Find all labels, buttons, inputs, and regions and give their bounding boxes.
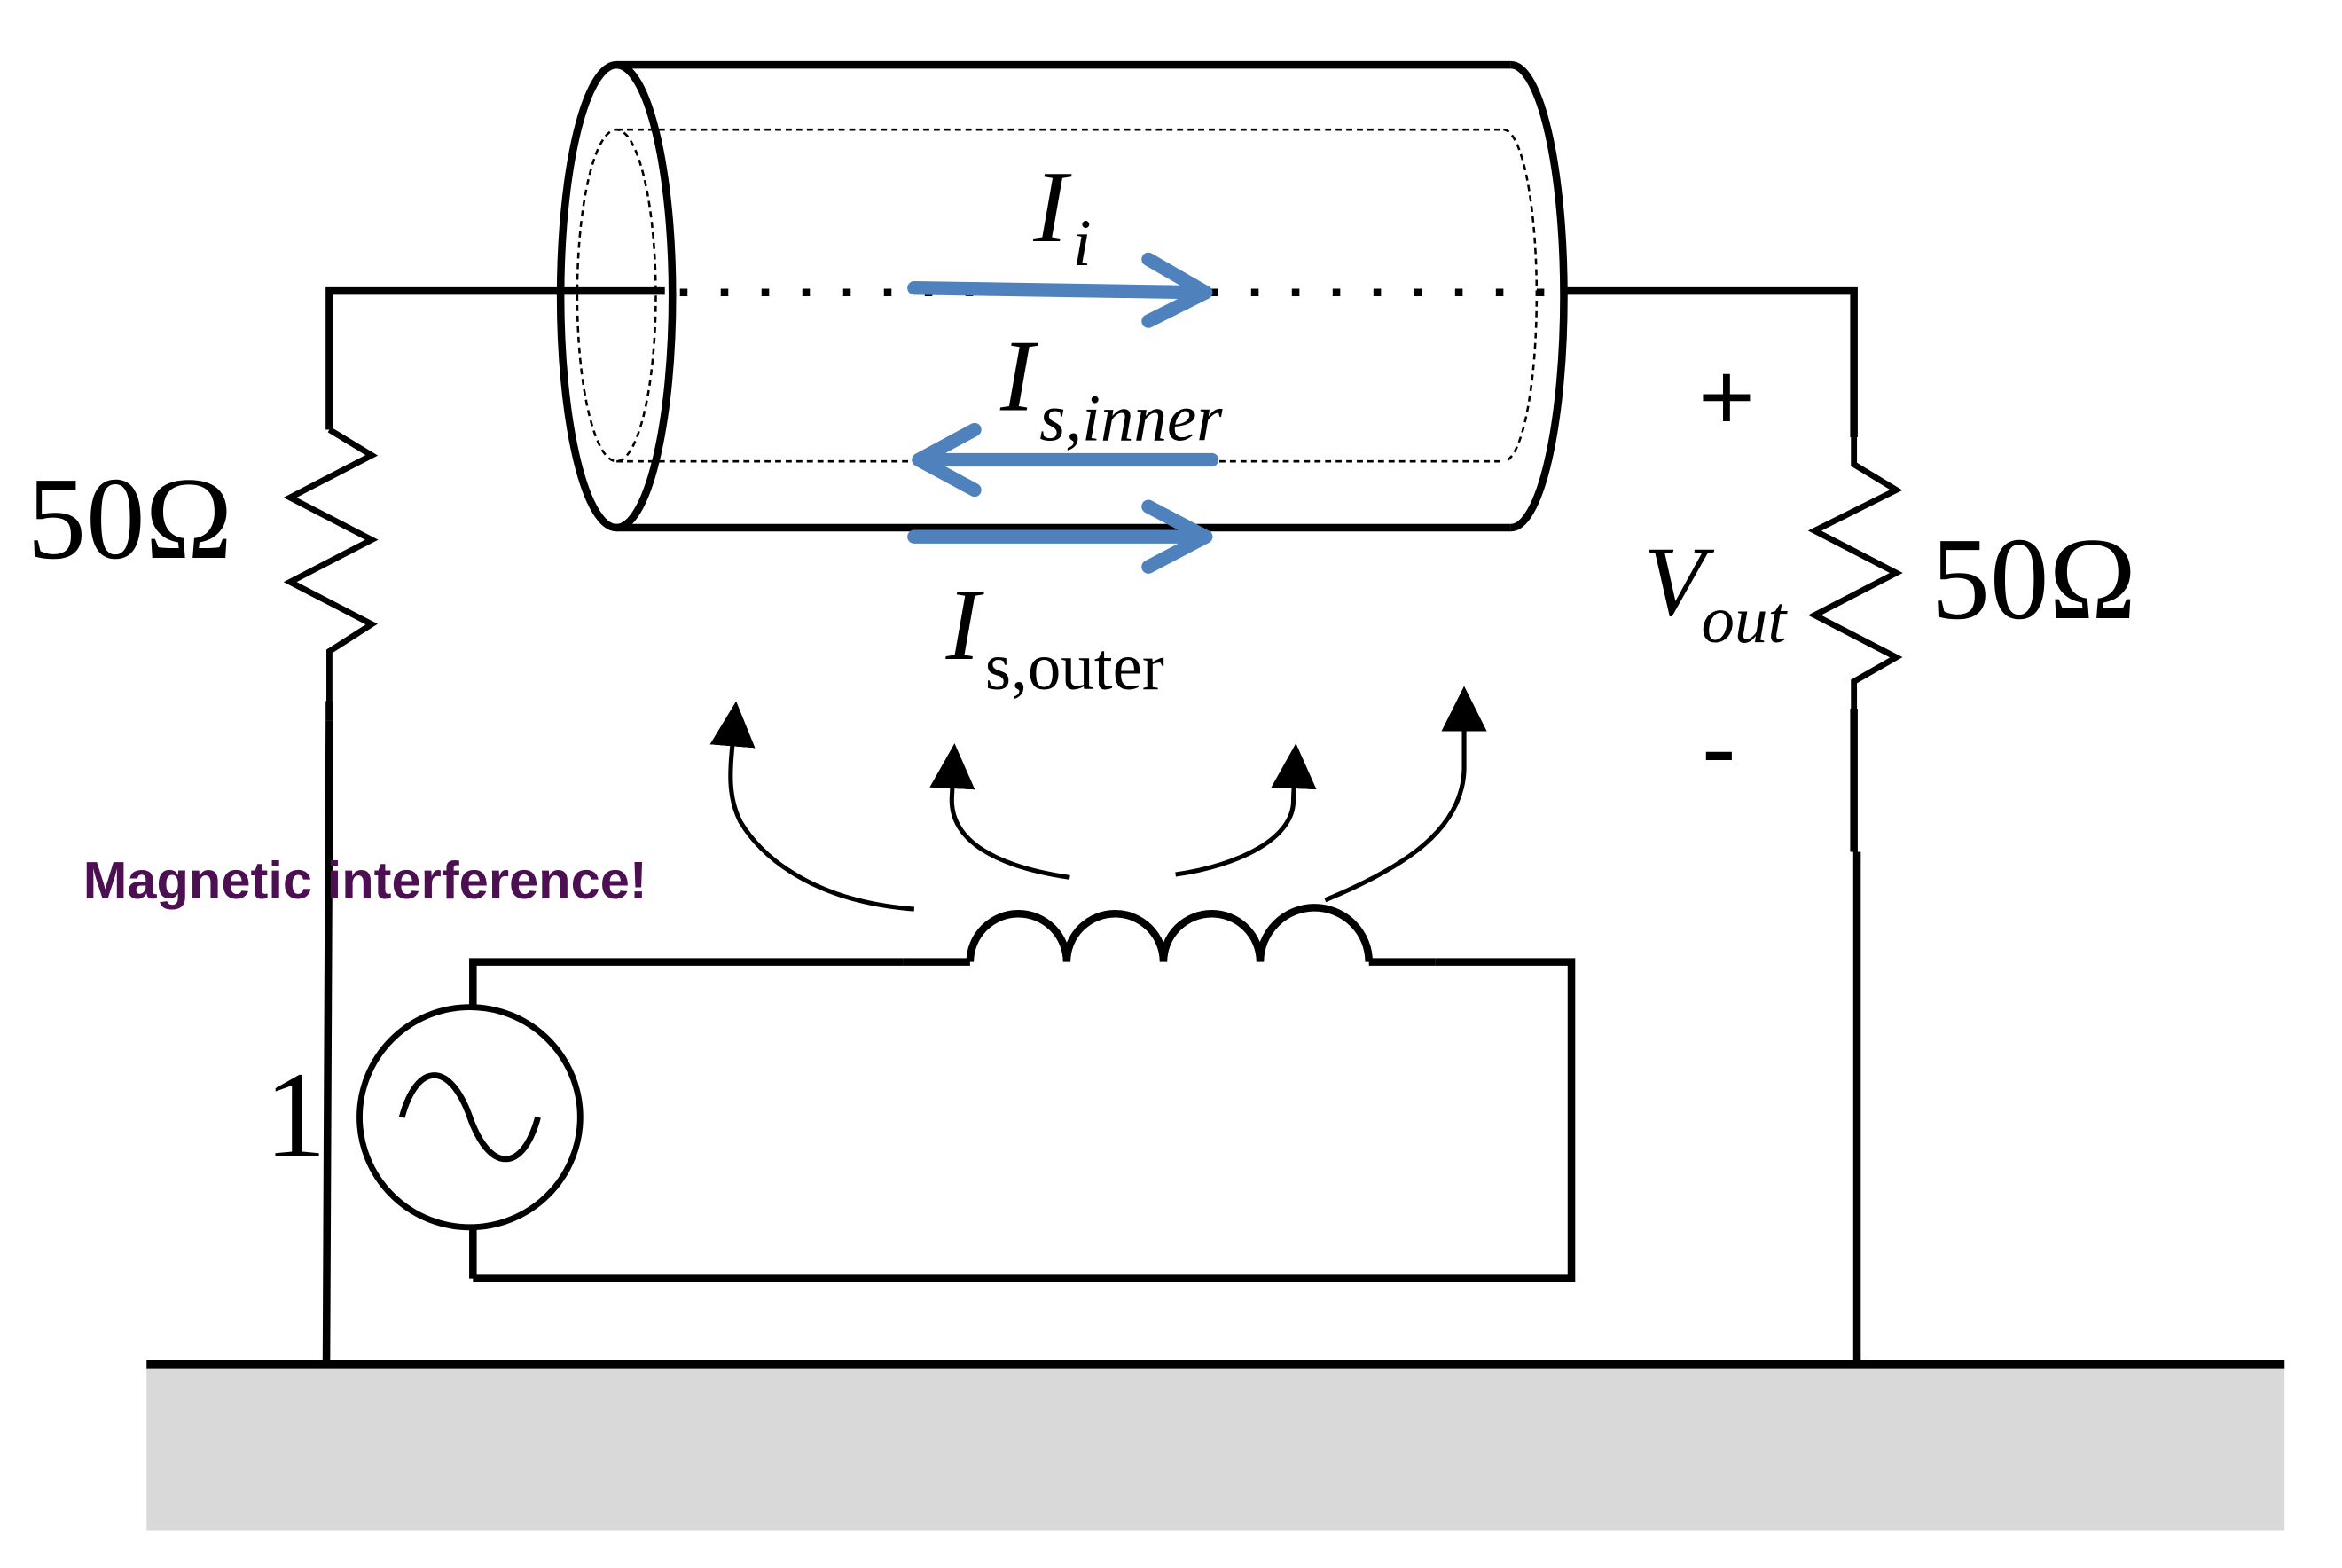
left-wiring bbox=[322, 286, 665, 1365]
right-resistor-label: 50Ω bbox=[1931, 514, 2137, 644]
arrow-shield-inner-current bbox=[912, 422, 1219, 498]
current-arrows bbox=[907, 252, 1219, 574]
ac-source bbox=[356, 1004, 584, 1231]
right-resistor bbox=[1807, 437, 1903, 709]
arrow-inner-current bbox=[907, 252, 1213, 328]
interference-inductor bbox=[903, 904, 1436, 966]
ground-plane bbox=[146, 1364, 2285, 1531]
right-wiring bbox=[1563, 286, 1861, 1365]
vout-label: Vout bbox=[1644, 528, 1789, 657]
magnetic-field-lines bbox=[709, 686, 1487, 912]
interference-caption: Magnetic interference! bbox=[83, 851, 647, 910]
coax-cable bbox=[556, 60, 1568, 532]
left-resistor-label: 50Ω bbox=[27, 453, 233, 584]
interference-loop bbox=[469, 958, 1576, 1282]
minus-sign: - bbox=[1702, 689, 1737, 807]
left-resistor bbox=[283, 427, 379, 702]
arrow-shield-outer-current bbox=[907, 499, 1213, 574]
plus-sign: + bbox=[1698, 343, 1755, 451]
source-value-label: 1 bbox=[264, 1047, 326, 1184]
sine-wave-icon bbox=[398, 1072, 541, 1163]
